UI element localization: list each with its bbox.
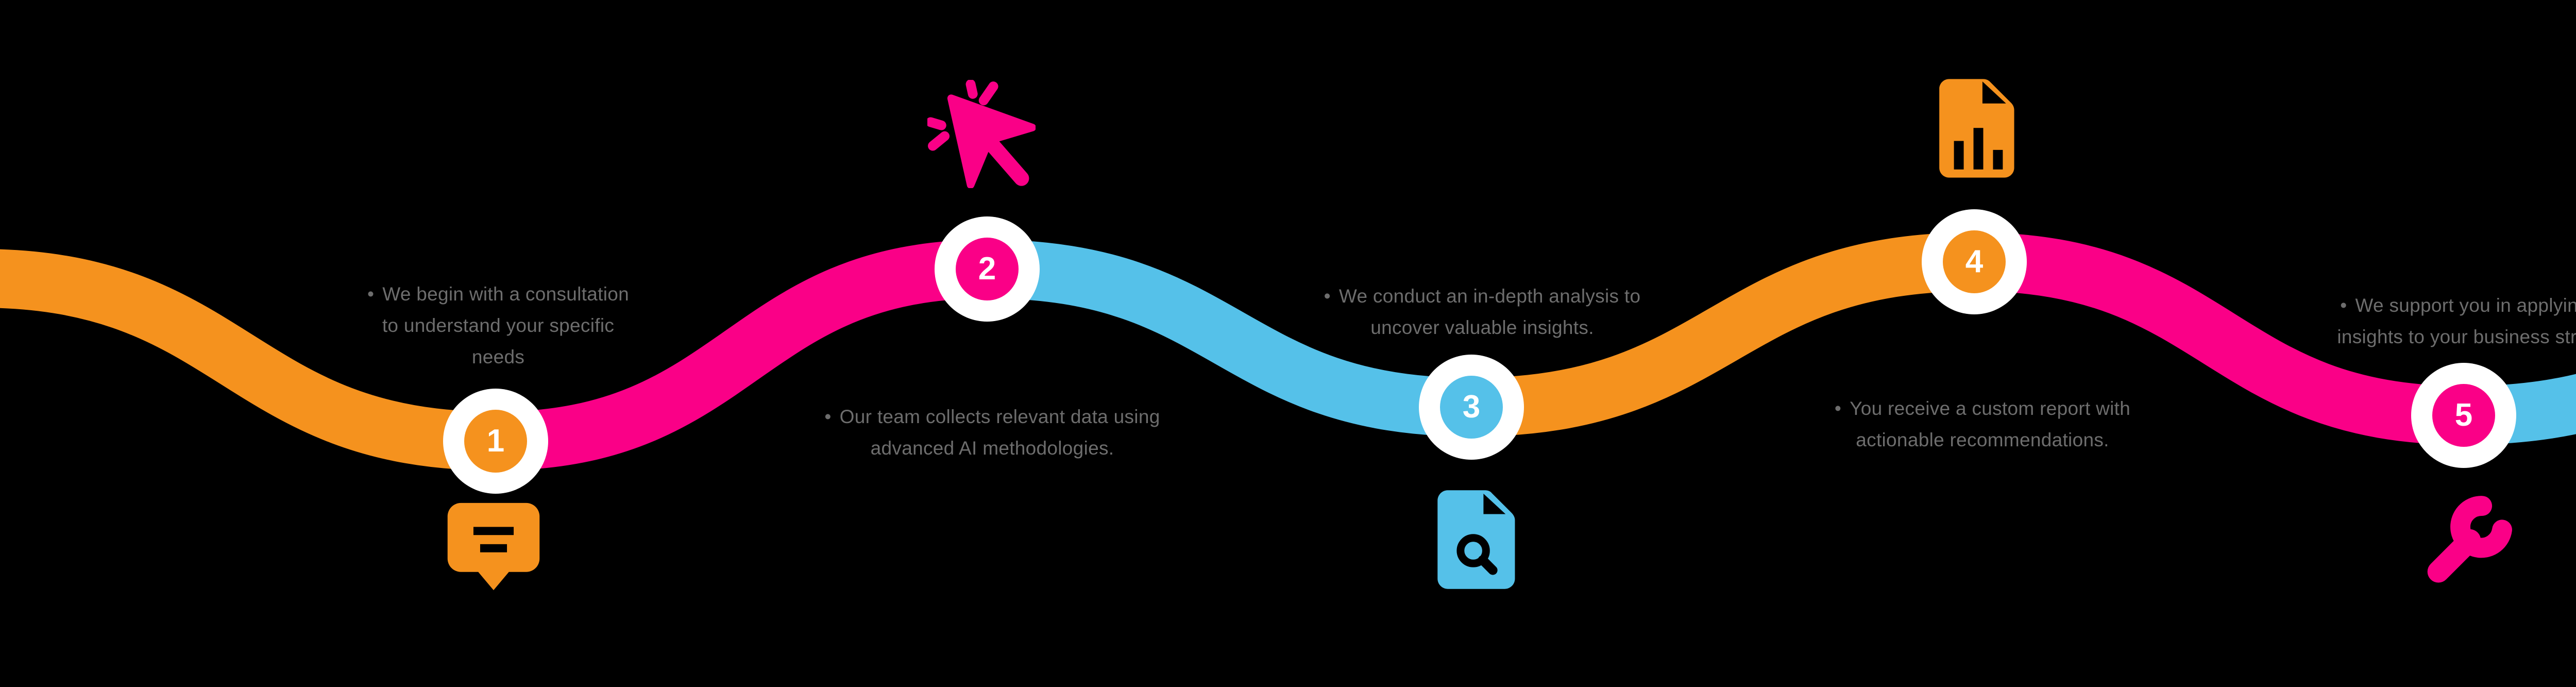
step-2-line-1: Our team collects relevant data using: [839, 406, 1160, 427]
step-3-marker: 3: [1419, 355, 1524, 460]
bullet-dot: •: [824, 406, 832, 427]
step-4-circle: 4: [1943, 230, 2006, 293]
step-3-line-2: uncover valuable insights.: [1370, 317, 1594, 338]
step-4-number: 4: [1965, 244, 1984, 279]
ribbon-segment-3: [987, 240, 1472, 437]
step-5-description: • We support you in applying the insights…: [2285, 290, 2576, 353]
step-1-line-2: to understand your specific: [382, 315, 615, 336]
step-1-description: • We begin with a consultation to underst…: [302, 278, 694, 373]
bullet-dot: •: [1324, 286, 1331, 307]
cursor-click-icon: [927, 80, 1036, 188]
ribbon-segment-6: [2463, 374, 2576, 445]
ribbon-segment-4: [1471, 232, 1975, 437]
step-2-number: 2: [978, 251, 996, 287]
step-2-marker: 2: [935, 216, 1040, 322]
step-4-marker: 4: [1922, 209, 2027, 314]
step-3-description: • We conduct an in-depth analysis to unco…: [1286, 280, 1678, 343]
document-search-icon: [1437, 490, 1515, 589]
step-1-line-3: needs: [471, 346, 525, 367]
step-4-line-1: You receive a custom report with: [1850, 398, 2131, 419]
wrench-icon: [2427, 496, 2512, 583]
bullet-dot: •: [1834, 398, 1842, 419]
step-2-circle: 2: [956, 238, 1019, 300]
step-5-line-2: insights to your business strategy: [2337, 326, 2576, 347]
chat-bubble-icon: [447, 502, 540, 591]
ribbon-segment-2: [495, 240, 988, 471]
step-1-circle: 1: [464, 410, 527, 473]
bullet-dot: •: [367, 283, 375, 305]
step-2-description: • Our team collects relevant data using a…: [796, 401, 1188, 464]
step-1-number: 1: [486, 423, 505, 459]
step-2-line-2: advanced AI methodologies.: [870, 438, 1114, 459]
step-3-number: 3: [1462, 389, 1481, 425]
step-4-description: • You receive a custom report with action…: [1787, 393, 2178, 456]
step-5-circle: 5: [2432, 384, 2495, 447]
step-5-marker: 5: [2411, 363, 2516, 468]
bullet-dot: •: [2340, 295, 2347, 316]
step-4-line-2: actionable recommendations.: [1856, 429, 2109, 450]
step-5-number: 5: [2454, 397, 2473, 433]
step-3-line-1: We conduct an in-depth analysis to: [1338, 286, 1641, 307]
step-5-line-1: We support you in applying the: [2355, 295, 2576, 316]
ribbon-segment-1: [0, 249, 496, 471]
ribbon-segment-5: [1974, 232, 2464, 445]
step-3-circle: 3: [1440, 376, 1503, 439]
step-1-marker: 1: [443, 389, 548, 494]
step-1-line-1: We begin with a consultation: [382, 283, 629, 305]
document-chart-icon: [1939, 79, 2014, 178]
